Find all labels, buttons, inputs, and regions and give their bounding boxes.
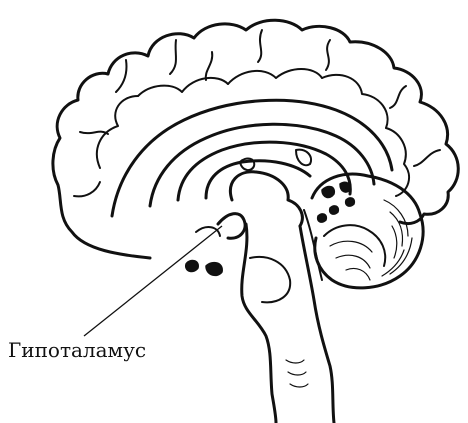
- cerebellar-folia: [390, 212, 403, 246]
- arbor-vitae: [336, 255, 370, 268]
- arbor-vitae: [324, 225, 385, 266]
- sulcus: [390, 86, 406, 108]
- sulcus: [258, 30, 262, 62]
- hypothalamus: [218, 214, 245, 239]
- sulcus: [138, 78, 228, 96]
- tectum-shading: [322, 187, 334, 198]
- tectum-shading: [330, 206, 339, 214]
- sulcus: [206, 52, 213, 80]
- brainstem-front: [242, 224, 276, 423]
- tectum-shading: [318, 214, 327, 222]
- optic-chiasm: [196, 227, 220, 236]
- pineal-region: [296, 150, 311, 166]
- fornix: [206, 161, 310, 198]
- sulcus: [74, 182, 100, 196]
- medulla-line: [288, 372, 306, 375]
- tectum-shading: [340, 182, 350, 192]
- sulcus: [116, 60, 127, 92]
- tectum-shading: [346, 198, 355, 206]
- cerebellar-folia: [392, 226, 397, 258]
- sulcus: [326, 40, 330, 70]
- mammillary-body: [186, 261, 199, 272]
- mammillary-body: [206, 263, 222, 276]
- pons-bulge: [250, 257, 290, 302]
- sulcus: [170, 40, 176, 74]
- arbor-vitae: [330, 241, 372, 252]
- label-leader-line: [84, 226, 222, 336]
- sulcus: [228, 69, 322, 84]
- medulla-line: [290, 384, 308, 387]
- sulcus: [414, 150, 440, 166]
- hypothalamus-label: Гипоталамус: [8, 340, 146, 360]
- cerebrum-outline: [53, 20, 458, 258]
- medulla-line: [286, 360, 304, 363]
- arbor-vitae: [346, 268, 370, 280]
